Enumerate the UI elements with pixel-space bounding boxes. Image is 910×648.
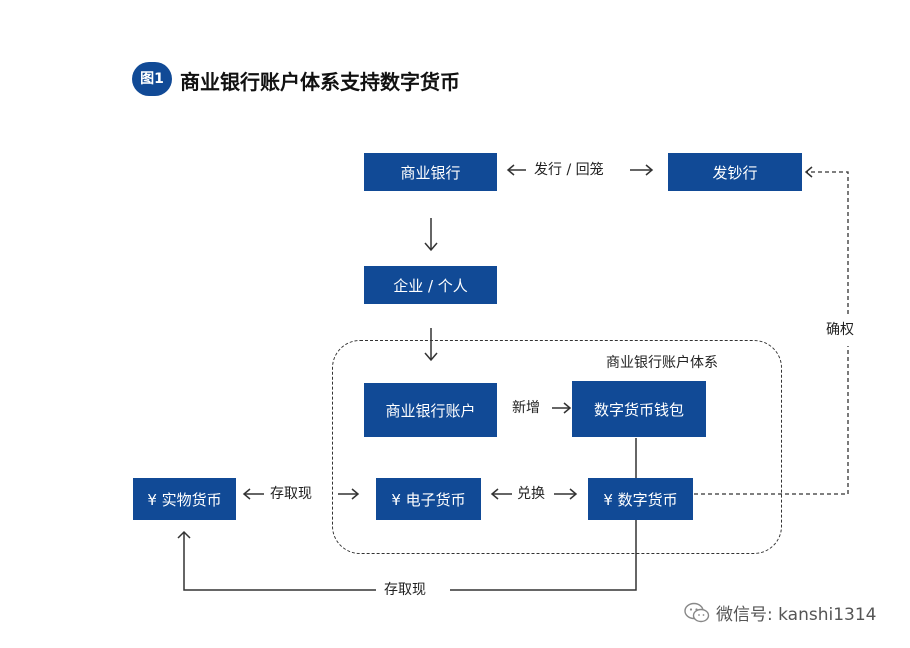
line-confirm-rights-upper <box>806 171 849 314</box>
watermark: 微信号: kanshi1314 <box>684 600 877 625</box>
label-confirm-rights: 确权 <box>826 321 854 339</box>
wechat-icon <box>684 602 710 622</box>
arrowhead-to-commercial-bank <box>506 164 515 176</box>
line-confirm-rights-lower <box>694 346 849 495</box>
arrowhead-to-physical <box>242 488 251 500</box>
arrowhead-to-issuing-bank-dashed <box>804 166 813 178</box>
label-deposit-withdraw-bottom: 存取现 <box>384 582 426 598</box>
arrowhead-bank-to-enterprise <box>424 242 438 252</box>
bank-account-system-region <box>332 340 782 554</box>
watermark-text: 微信号: kanshi1314 <box>716 605 877 625</box>
issuing-bank-node: 发钞行 <box>668 153 802 191</box>
arrowhead-to-electronic <box>351 488 360 500</box>
arrowhead-to-electronic-from-digital <box>490 488 499 500</box>
bank-account-node: 商业银行账户 <box>364 383 497 437</box>
label-exchange: 兑换 <box>517 486 545 502</box>
region-label: 商业银行账户体系 <box>604 354 720 372</box>
enterprise-individual-node: 企业 / 个人 <box>364 266 497 304</box>
arrowhead-new-add <box>563 402 572 414</box>
figure-badge: 图1 <box>132 62 172 96</box>
arrowhead-to-physical-bottom <box>177 530 191 539</box>
arrowhead-to-digital <box>569 488 578 500</box>
electronic-currency-node: ¥ 电子货币 <box>376 478 481 520</box>
diagram-title: 商业银行账户体系支持数字货币 <box>180 70 460 94</box>
arrowhead-enterprise-to-account <box>424 352 438 362</box>
commercial-bank-node: 商业银行 <box>364 153 497 191</box>
label-deposit-withdraw-top: 存取现 <box>270 486 312 502</box>
label-issue-withdraw: 发行 / 回笼 <box>534 162 604 178</box>
line-bottom-loop-left <box>183 532 376 591</box>
digital-currency-node: ¥ 数字货币 <box>588 478 693 520</box>
digital-wallet-node: 数字货币钱包 <box>572 381 706 437</box>
physical-currency-node: ¥ 实物货币 <box>133 478 236 520</box>
line-bottom-loop-right <box>450 520 637 591</box>
arrowhead-to-issuing-bank <box>645 164 654 176</box>
label-new-add: 新增 <box>512 400 540 416</box>
